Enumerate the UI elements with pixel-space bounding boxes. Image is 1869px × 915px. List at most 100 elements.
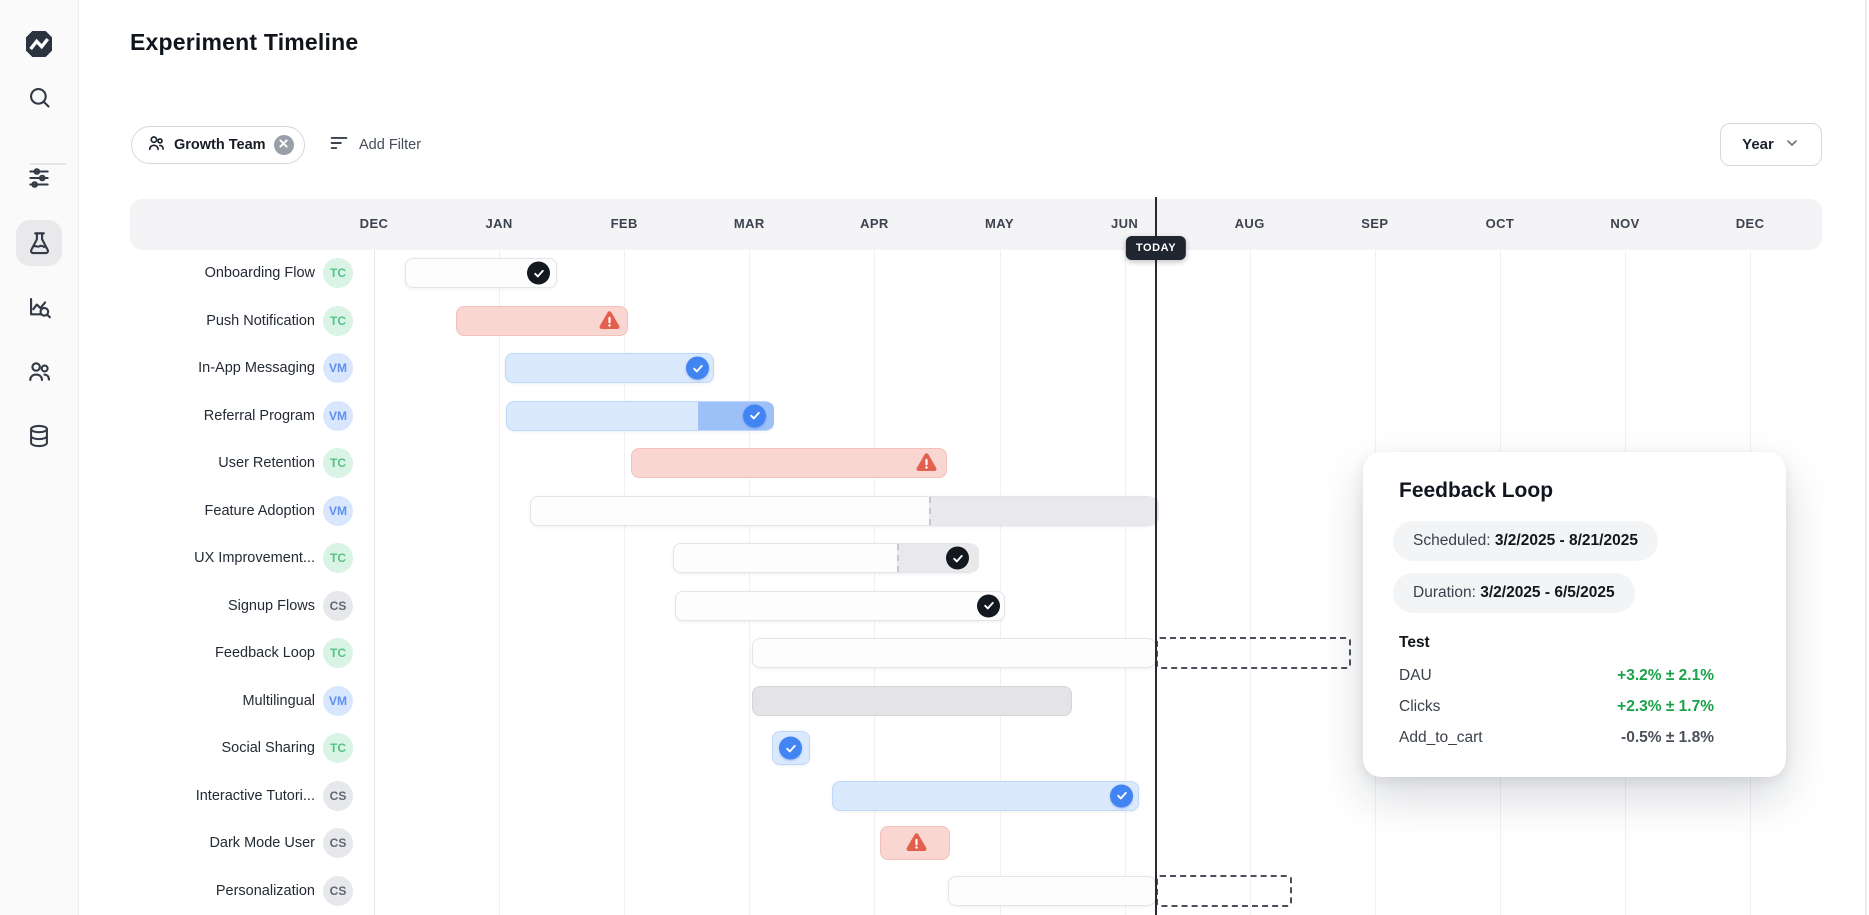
owner-badge-vm: VM [323, 353, 353, 383]
gantt-bar[interactable] [880, 826, 950, 860]
scheduled-label: Scheduled: [1413, 532, 1491, 549]
people-icon [146, 133, 166, 158]
chip-label: Growth Team [174, 137, 266, 153]
gantt-bar[interactable] [832, 780, 1139, 811]
month-label-mar-3: MAR [733, 216, 765, 231]
gantt-bar[interactable] [505, 353, 714, 383]
gantt-bar[interactable] [530, 495, 1159, 526]
month-label-apr-4: APR [860, 216, 889, 231]
gantt-bar[interactable] [673, 543, 979, 573]
gantt-bar[interactable] [506, 400, 774, 431]
row-label[interactable]: Multilingual [242, 692, 315, 709]
sidebar-item-flask[interactable] [16, 220, 62, 266]
owner-badge-cs: CS [323, 590, 353, 621]
metric-row: Clicks+2.3% ± 1.7% [1393, 691, 1756, 722]
month-gridline [749, 250, 751, 915]
gantt-bar[interactable] [456, 305, 628, 336]
gantt-bar[interactable] [948, 875, 1156, 906]
metric-name: DAU [1399, 666, 1432, 684]
users-icon [26, 358, 53, 385]
row-label[interactable]: Dark Mode User [209, 835, 315, 851]
warning-icon [913, 450, 940, 477]
experiment-tooltip: Feedback Loop Scheduled: 3/2/2025 - 8/21… [1363, 452, 1786, 777]
scheduled-value: 3/2/2025 - 8/21/2025 [1494, 532, 1638, 549]
success-check-icon [686, 356, 709, 380]
owner-badge-cs: CS [323, 780, 353, 811]
range-select[interactable]: Year [1720, 123, 1822, 166]
growth-team-filter-chip[interactable]: Growth Team [131, 126, 305, 164]
sidebar-item-sliders[interactable] [16, 155, 62, 201]
metric-row: DAU +3.2% ± 2.1% [1393, 660, 1756, 691]
row-label[interactable]: Feature Adoption [204, 502, 315, 519]
duration-value: 3/2/2025 - 6/5/2025 [1480, 584, 1615, 601]
owner-badge-tc: TC [323, 258, 353, 288]
owner-badge-tc: TC [323, 305, 353, 336]
row-label[interactable]: Personalization [215, 882, 315, 899]
row-label[interactable]: Interactive Tutori... [195, 787, 315, 804]
metric-row: Add_to_cart -0.5% ± 1.8% [1393, 722, 1756, 753]
database-icon [26, 423, 52, 449]
flask-icon [26, 230, 53, 257]
month-label-feb-2: FEB [610, 216, 638, 231]
chevron-down-icon [1784, 135, 1800, 155]
month-header-band [130, 199, 1822, 250]
success-check-icon [743, 404, 766, 427]
row-label[interactable]: Onboarding Flow [204, 265, 315, 281]
month-label-nov-10: NOV [1610, 216, 1640, 231]
month-label-jun-6: JUN [1110, 216, 1139, 231]
month-gridline [374, 250, 375, 915]
month-label-dec-0: DEC [359, 216, 389, 231]
row-label[interactable]: Referral Program [203, 407, 315, 424]
sidebar-item-database[interactable] [16, 413, 62, 459]
month-label-sep-8: SEP [1361, 216, 1389, 231]
close-icon [278, 136, 289, 154]
complete-check-icon [527, 261, 550, 285]
window-edge [1865, 0, 1867, 915]
month-gridline [624, 250, 626, 915]
duration-pill: Duration: 3/2/2025 - 6/5/2025 [1393, 573, 1635, 613]
gantt-bar[interactable] [405, 258, 557, 288]
sidebar-item-search[interactable] [16, 74, 62, 120]
today-badge: TODAY [1125, 236, 1187, 260]
today-line [1155, 197, 1157, 915]
metric-value: +2.3% ± 1.7% [1617, 697, 1714, 715]
row-label[interactable]: Push Notification [206, 312, 315, 329]
gantt-bar[interactable] [752, 638, 1156, 668]
owner-badge-tc: TC [323, 733, 353, 763]
add-filter-label: Add Filter [359, 137, 422, 153]
gantt-bar[interactable] [675, 590, 1005, 621]
sidebar-item-users[interactable] [16, 349, 62, 395]
owner-badge-tc: TC [323, 638, 353, 668]
page-title: Experiment Timeline [130, 29, 359, 55]
row-label[interactable]: In-App Messaging [198, 360, 315, 376]
month-gridline [999, 250, 1001, 915]
projected-extension [1156, 874, 1292, 907]
row-label[interactable]: UX Improvement... [194, 550, 315, 566]
bar-progress-segment [929, 496, 1159, 525]
remove-filter-button[interactable] [273, 135, 294, 155]
owner-badge-vm: VM [323, 400, 353, 431]
sidebar-item-chart-search[interactable] [16, 285, 62, 331]
gantt-bar[interactable] [631, 448, 947, 478]
add-filter-button[interactable]: Add Filter [328, 126, 421, 164]
metric-value: -0.5% ± 1.8% [1621, 728, 1714, 746]
gantt-bar[interactable] [772, 731, 810, 765]
sliders-icon [26, 165, 52, 191]
row-label[interactable]: User Retention [218, 455, 315, 471]
gantt-bar[interactable] [752, 685, 1072, 716]
row-label[interactable]: Signup Flows [227, 597, 315, 614]
scheduled-pill: Scheduled: 3/2/2025 - 8/21/2025 [1393, 521, 1658, 561]
month-gridline [499, 250, 501, 915]
month-label-aug-7: AUG [1234, 216, 1265, 231]
range-select-value: Year [1742, 136, 1774, 153]
sidebar [0, 0, 79, 915]
month-gridline [1249, 250, 1251, 915]
metric-name: Add_to_cart [1399, 728, 1483, 746]
row-label[interactable]: Social Sharing [221, 740, 316, 756]
row-label[interactable]: Feedback Loop [215, 645, 315, 661]
complete-check-icon [977, 594, 1000, 617]
metric-value: +3.2% ± 2.1% [1617, 666, 1714, 684]
month-gridline [874, 250, 876, 915]
projected-extension [1156, 637, 1351, 669]
